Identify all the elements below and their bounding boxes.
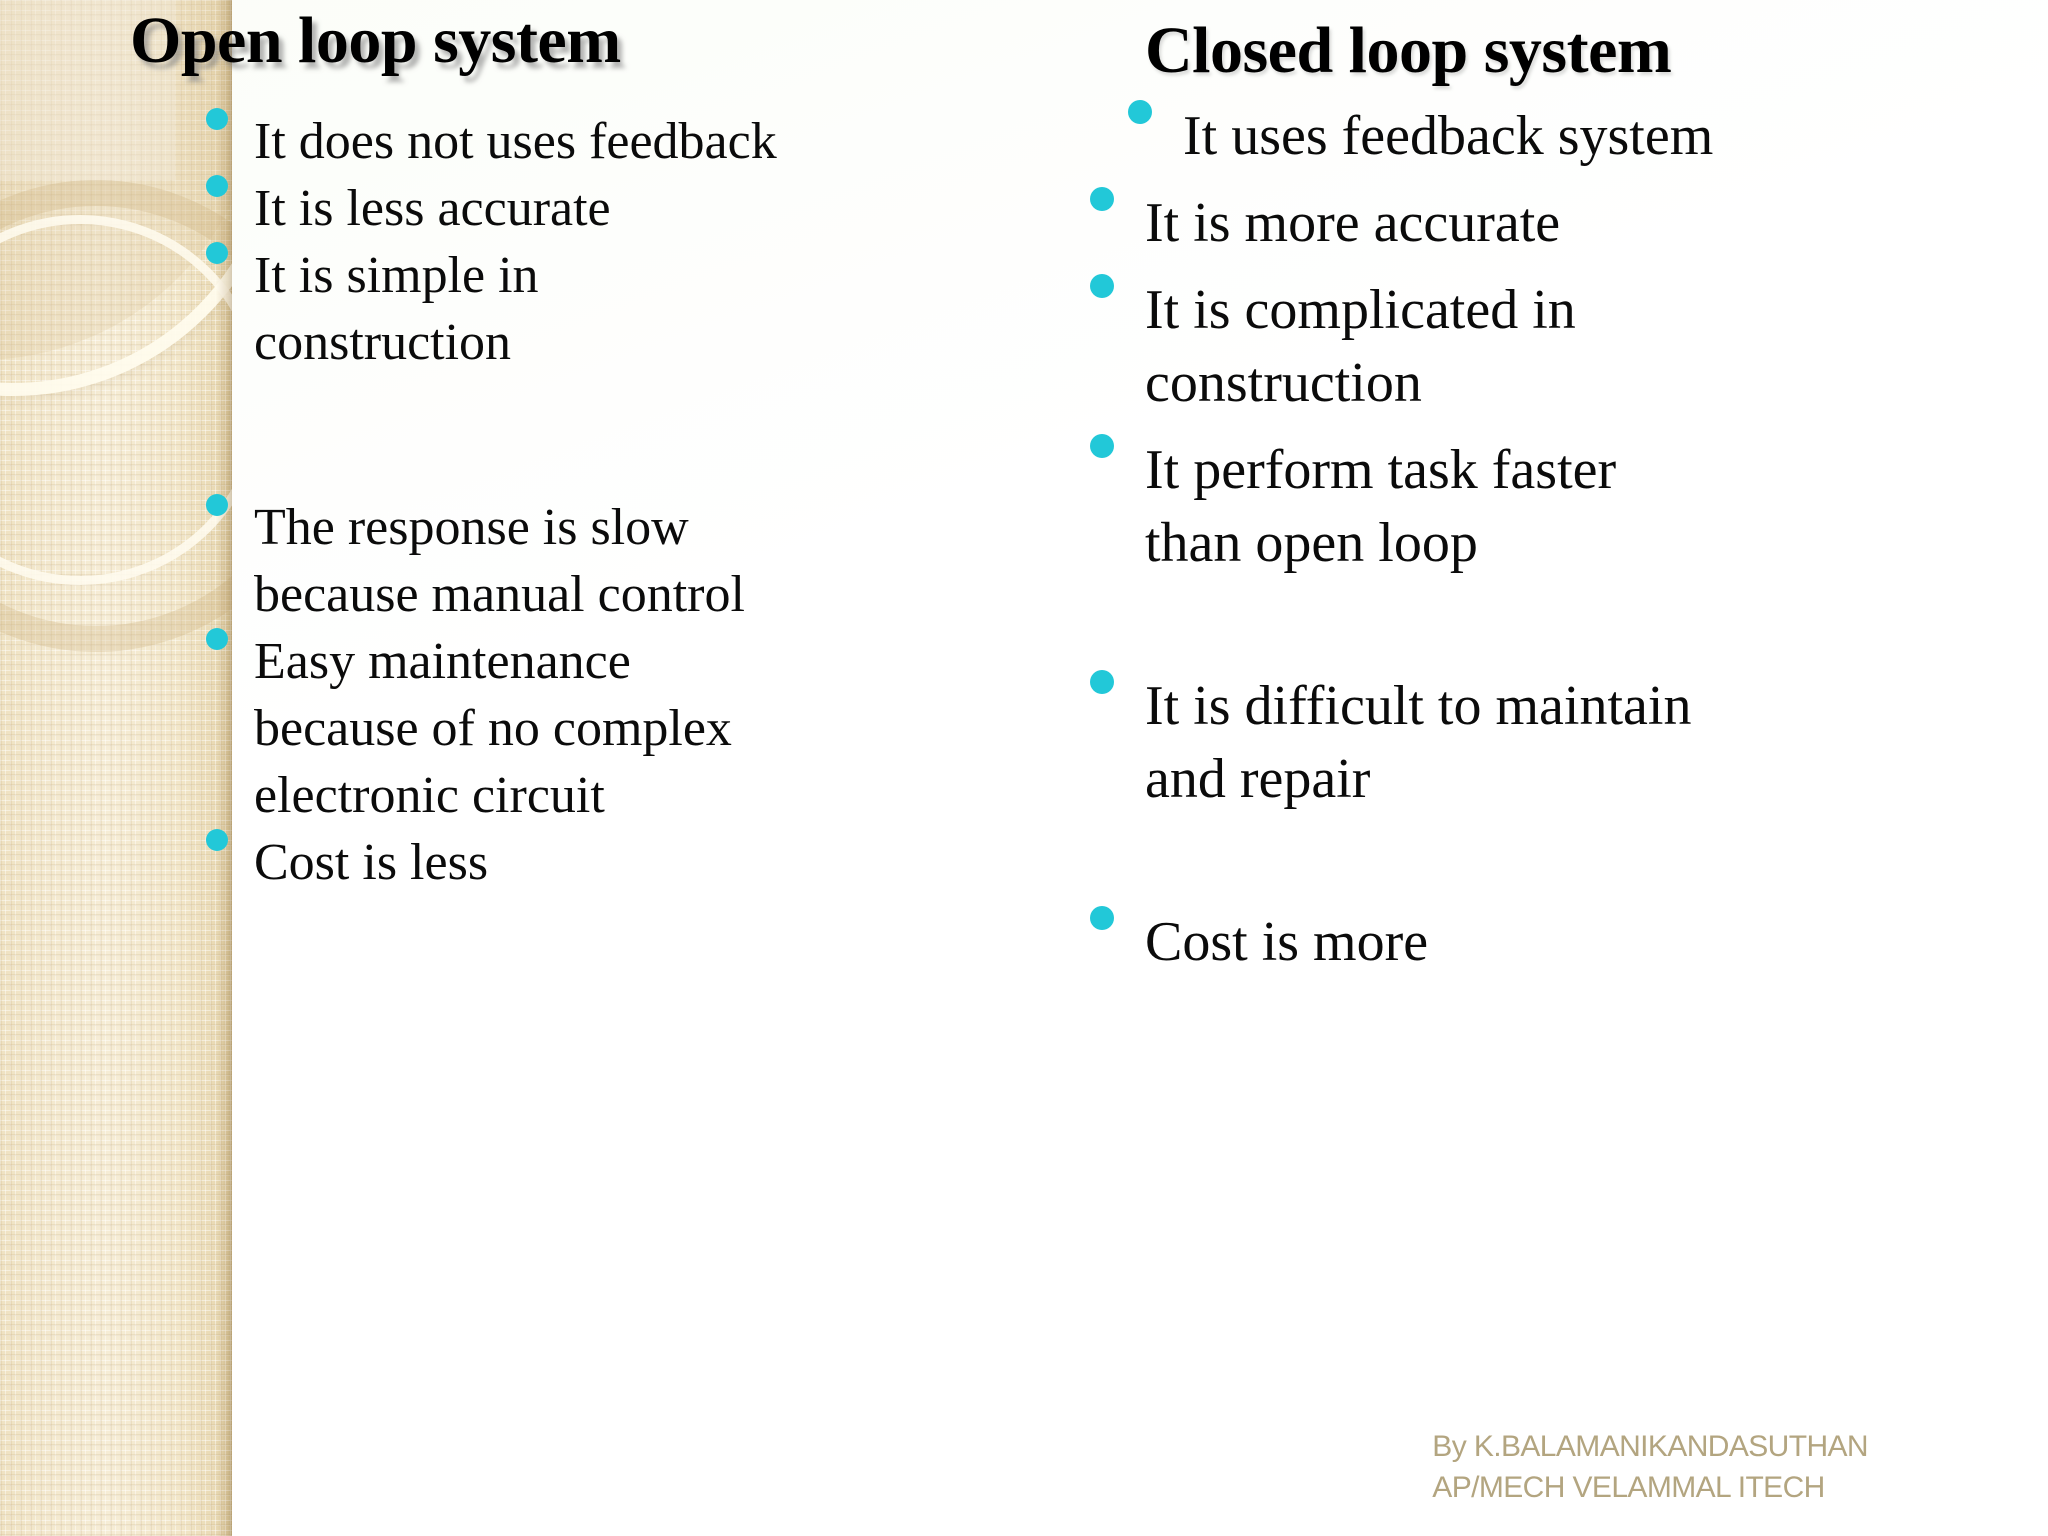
bullet-dot-icon bbox=[206, 175, 228, 197]
list-item-label: Cost is more bbox=[1145, 911, 1429, 973]
bullet-dot-icon bbox=[206, 494, 228, 516]
list-item-label: The response is slow because manual cont… bbox=[254, 499, 745, 623]
author-attribution: By K.BALAMANIKANDASUTHAN AP/MECH VELAMMA… bbox=[1432, 1426, 1868, 1508]
list-item: It is difficult to maintain and repair bbox=[1090, 670, 2048, 816]
bullet-dot-icon bbox=[1090, 670, 1114, 694]
list-spacer bbox=[206, 376, 866, 494]
list-item: It does not uses feedback bbox=[206, 108, 866, 175]
bullet-dot-icon bbox=[1090, 906, 1114, 930]
sidebar-ring-inner-highlight bbox=[0, 215, 232, 585]
list-item: It is complicated in construction bbox=[1090, 274, 2048, 420]
author-name: By K.BALAMANIKANDASUTHAN bbox=[1432, 1430, 1868, 1463]
bullet-dot-icon bbox=[206, 829, 228, 851]
list-item: It is less accurate bbox=[206, 175, 866, 242]
bullet-dot-icon bbox=[1090, 434, 1114, 458]
list-spacer bbox=[1090, 816, 2048, 906]
open-loop-column-title: Open loop system bbox=[130, 4, 621, 77]
list-item-label: It uses feedback system bbox=[1183, 105, 1714, 167]
list-item-label: It is simple in construction bbox=[254, 247, 539, 371]
list-item-label: It does not uses feedback bbox=[254, 113, 777, 170]
decorative-sidebar bbox=[0, 0, 232, 1536]
list-item: It uses feedback system bbox=[1128, 100, 2048, 173]
list-spacer bbox=[1090, 580, 2048, 670]
list-item: Cost is less bbox=[206, 829, 866, 896]
sidebar-edge-shadow bbox=[216, 0, 232, 1536]
list-item: The response is slow because manual cont… bbox=[206, 494, 866, 628]
list-item-label: It is complicated in construction bbox=[1145, 279, 1576, 414]
list-item: It is simple in construction bbox=[206, 242, 866, 376]
closed-loop-column-title: Closed loop system bbox=[1145, 14, 1672, 87]
open-loop-bullet-list: It does not uses feedback It is less acc… bbox=[206, 108, 866, 896]
list-item: It perform task faster than open loop bbox=[1090, 434, 2048, 580]
list-item-label: Easy maintenance because of no complex e… bbox=[254, 633, 732, 824]
list-item-label: It is difficult to maintain and repair bbox=[1145, 675, 1692, 810]
author-affiliation: AP/MECH VELAMMAL ITECH bbox=[1432, 1471, 1825, 1504]
bullet-dot-icon bbox=[1128, 100, 1152, 124]
list-item-label: Cost is less bbox=[254, 834, 489, 891]
bullet-dot-icon bbox=[1090, 274, 1114, 298]
bullet-dot-icon bbox=[206, 628, 228, 650]
list-item-label: It is more accurate bbox=[1145, 192, 1561, 254]
list-item-label: It is less accurate bbox=[254, 180, 611, 237]
bullet-dot-icon bbox=[1090, 187, 1114, 211]
list-item-label: It perform task faster than open loop bbox=[1145, 439, 1617, 574]
list-item: It is more accurate bbox=[1090, 187, 2048, 260]
bullet-dot-icon bbox=[206, 242, 228, 264]
list-item: Cost is more bbox=[1090, 906, 2048, 979]
closed-loop-bullet-list: It uses feedback system It is more accur… bbox=[1090, 100, 2048, 979]
list-item: Easy maintenance because of no complex e… bbox=[206, 628, 866, 829]
bullet-dot-icon bbox=[206, 108, 228, 130]
